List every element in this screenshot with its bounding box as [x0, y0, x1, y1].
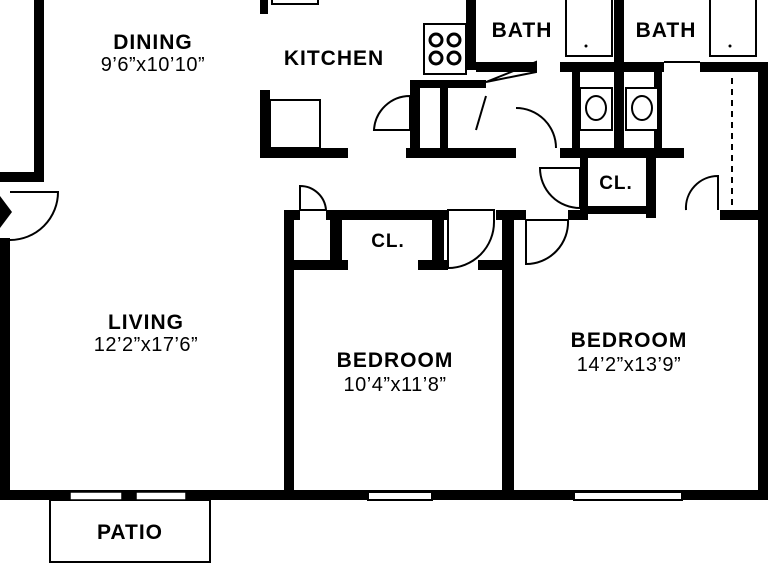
bedroom-large-label: BEDROOM 14’2”x13’9” [544, 330, 714, 375]
patio-name: PATIO [96, 521, 164, 544]
bedroom-small-dims: 10’4”x11’8” [343, 374, 447, 396]
closet-bedroom-label: CL. [350, 232, 426, 251]
closet-bedroom-name: CL. [371, 231, 405, 252]
kitchen-label: KITCHEN [266, 48, 402, 69]
bath-left-label: BATH [478, 20, 566, 41]
fixtures [49, 0, 757, 563]
living-dims: 12’2”x17’6” [93, 334, 199, 356]
bath-right-name: BATH [635, 19, 697, 42]
dining-label: DINING 9’6”x10’10” [78, 32, 228, 75]
doors [0, 60, 733, 270]
living-label: LIVING 12’2”x17’6” [66, 312, 226, 355]
dining-dims: 9’6”x10’10” [100, 54, 206, 76]
bedroom-large-name: BEDROOM [570, 329, 688, 352]
dining-name: DINING [113, 31, 193, 54]
kitchen-name: KITCHEN [283, 47, 385, 70]
patio-label: PATIO [50, 522, 210, 543]
bath-left-name: BATH [491, 19, 553, 42]
closet-hall-label: CL. [588, 174, 644, 193]
bedroom-small-name: BEDROOM [336, 349, 454, 372]
bedroom-large-dims: 14’2”x13’9” [576, 354, 682, 376]
bath-right-label: BATH [622, 20, 710, 41]
bedroom-small-label: BEDROOM 10’4”x11’8” [310, 350, 480, 395]
closet-hall-name: CL. [599, 173, 633, 194]
living-name: LIVING [107, 311, 184, 334]
